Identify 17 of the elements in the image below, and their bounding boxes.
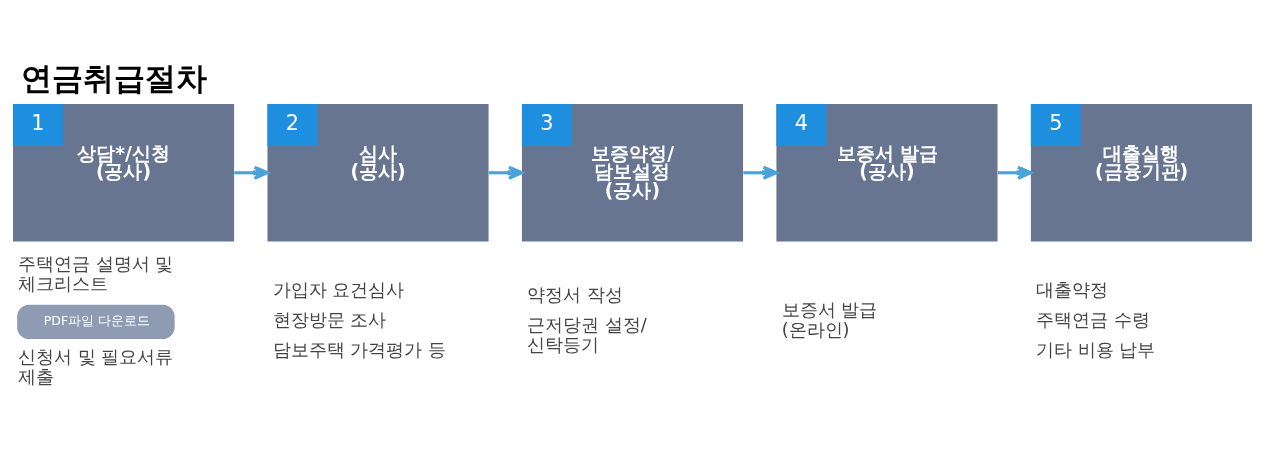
diagram-title: 연금취급절차 (21, 59, 208, 96)
arrow (234, 165, 269, 180)
node-label: 근저당권 설정/ 신탁등기 (527, 314, 647, 355)
node-label: 약정서 작성 (527, 284, 623, 305)
arrow (488, 165, 524, 180)
node-label: PDF파일 다운로드 (43, 312, 151, 328)
node-label: 주택연금 설명서 및 체크리스트 (18, 253, 174, 294)
node-label: 신청서 및 필요서류 제출 (18, 346, 174, 386)
node-label: 대출약정 (1036, 279, 1109, 300)
node-label: 기타 비용 납부 (1036, 339, 1156, 360)
node-label: 담보주택 가격평가 등 (272, 339, 446, 360)
arrow (743, 165, 778, 180)
node-label: 현장방문 조사 (272, 309, 387, 330)
arrow (997, 165, 1033, 180)
node-label: 주택연금 수령 (1036, 309, 1150, 330)
node-label: 보증서 발급 (온라인) (781, 299, 878, 340)
node-label: 가입자 요건심사 (272, 279, 405, 300)
